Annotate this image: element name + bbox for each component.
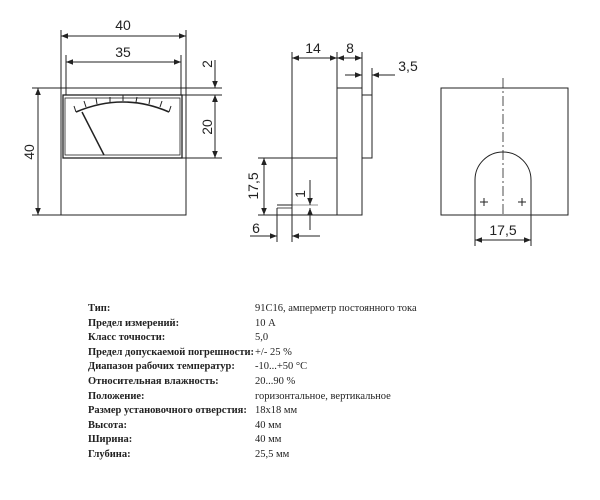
spec-label: Ширина: — [88, 434, 133, 446]
spec-label: Положение: — [88, 390, 145, 402]
spec-label: Относительная влажность: — [88, 375, 219, 387]
dim-front-width-outer: 40 — [115, 17, 131, 33]
spec-label: Предел допускаемой погрешности: — [88, 346, 255, 358]
scale-window — [62, 94, 183, 159]
spec-label: Глубина: — [88, 448, 131, 460]
spec-row: Относительная влажность: 20...90 % — [88, 375, 417, 390]
spec-value: 18x18 мм — [255, 405, 298, 417]
spec-value: 20...90 % — [255, 375, 296, 387]
spec-row: Предел измерений: 10 А — [88, 317, 417, 332]
side-front-bezel — [361, 94, 373, 159]
spec-label: Класс точности: — [88, 332, 166, 344]
spec-value: 40 мм — [255, 419, 282, 431]
spec-row: Высота: 40 мм — [88, 419, 417, 434]
dim-front-height-outer: 40 — [21, 144, 37, 160]
spec-label: Тип: — [88, 303, 111, 314]
side-view — [250, 52, 395, 242]
scale-arc — [75, 101, 170, 113]
spec-value: 5,0 — [255, 332, 269, 344]
spec-label: Диапазон рабочих температур: — [88, 361, 235, 373]
spec-label: Предел измерений: — [88, 317, 180, 329]
spec-row: Размер установочного отверстия: 18x18 мм — [88, 404, 417, 419]
rear-view — [440, 78, 569, 246]
spec-value: 10 А — [255, 317, 276, 329]
technical-drawing: 40 35 40 2 20 14 8 3,5 17,5 1 6 — [21, 17, 569, 246]
dim-side-terminal-length: 6 — [252, 220, 260, 236]
dim-side-terminal-offset: 1 — [292, 190, 308, 198]
spec-value: горизонтальное, вертикальное — [255, 390, 391, 402]
spec-value: 40 мм — [255, 434, 282, 446]
spec-label: Высота: — [88, 419, 128, 431]
spec-row: Тип: 91C16, амперметр постоянного тока — [88, 302, 417, 317]
spec-label: Размер установочного отверстия: — [88, 405, 247, 417]
spec-row: Диапазон рабочих температур: -10...+50 °C — [88, 360, 417, 375]
dim-side-depth-body: 14 — [305, 40, 321, 56]
dim-rear-cutout-width: 17,5 — [489, 222, 516, 238]
spec-value: +/- 25 % — [255, 346, 292, 358]
spec-row: Положение: горизонтальное, вертикальное — [88, 390, 417, 405]
spec-row: Глубина: 25,5 мм — [88, 448, 417, 463]
spec-row: Ширина: 40 мм — [88, 433, 417, 448]
dim-side-front-thickness: 3,5 — [398, 58, 418, 74]
spec-row: Предел допускаемой погрешности:+/- 25 % — [88, 346, 417, 361]
dim-front-window-height: 20 — [199, 119, 215, 135]
dim-side-depth-front: 8 — [346, 40, 354, 56]
dim-front-width-window: 35 — [115, 44, 131, 60]
spec-row: Класс точности: 5,0 — [88, 331, 417, 346]
meter-needle — [81, 111, 105, 156]
side-front-panel — [336, 87, 363, 216]
spec-value: 91C16, амперметр постоянного тока — [255, 303, 417, 314]
dim-front-top-gap: 2 — [199, 60, 215, 68]
spec-value: 25,5 мм — [255, 448, 290, 460]
dim-side-back-height: 17,5 — [245, 172, 261, 199]
spec-value: -10...+50 °C — [255, 361, 308, 373]
rear-body-outline — [440, 87, 569, 216]
side-back-body — [291, 157, 338, 216]
front-view — [32, 30, 222, 216]
front-body-outline — [60, 87, 187, 216]
